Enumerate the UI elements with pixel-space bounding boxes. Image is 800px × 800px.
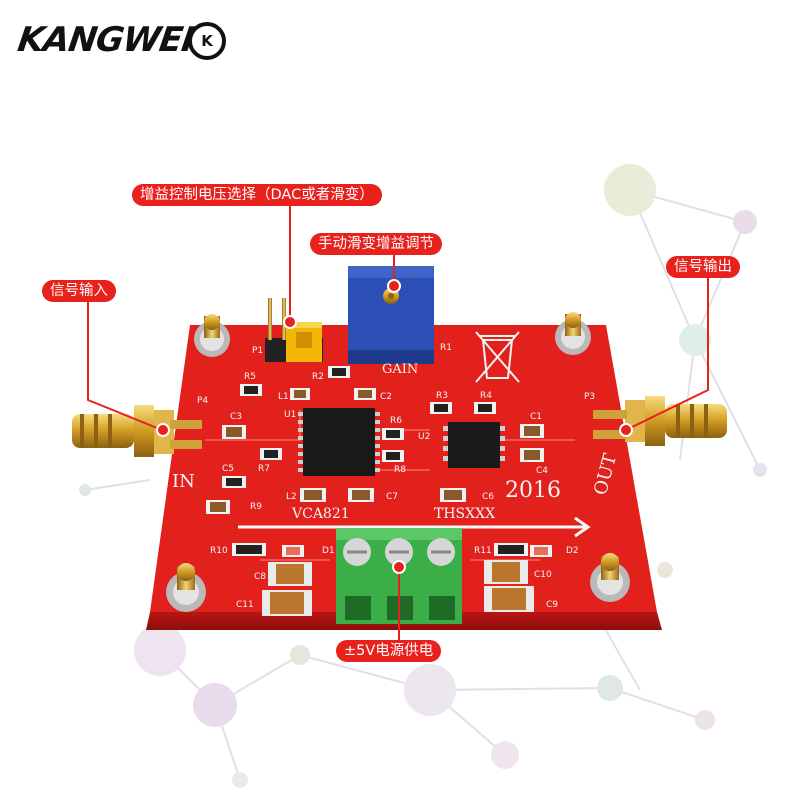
ref-p3: P3 (584, 392, 596, 402)
smd-components (206, 366, 552, 557)
vca821-chip (298, 408, 380, 476)
signal-direction-arrow (238, 516, 591, 538)
pcb-face (150, 325, 657, 612)
ref-r11: R11 (474, 546, 492, 556)
ref-c2: C2 (380, 392, 393, 402)
ref-r8: R8 (394, 465, 406, 475)
ref-c8: C8 (254, 572, 267, 582)
sma-input-connector (72, 405, 202, 457)
ref-p4: P4 (197, 396, 209, 406)
ref-c10: C10 (534, 570, 552, 580)
mounting-screw-top-right (555, 312, 591, 355)
brand-mark-icon: K (188, 22, 226, 60)
ref-c11: C11 (236, 600, 254, 610)
callout-power-supply: ±5V电源供电 (336, 640, 442, 662)
ref-p1: P1 (252, 346, 264, 356)
ref-r7: R7 (258, 464, 270, 474)
ref-c7: C7 (386, 492, 399, 502)
ref-r5: R5 (244, 372, 256, 382)
weee-bin-mark (475, 331, 520, 383)
silk-chip1-label: VCA821 (292, 506, 350, 522)
ths-opamp-chip (443, 422, 505, 468)
ref-c4: C4 (536, 466, 549, 476)
callout-signal-output: 信号输出 (666, 256, 740, 278)
ref-r2: R2 (312, 372, 324, 382)
silk-chip2-label: THSXXX (434, 506, 496, 522)
ref-d1: D1 (322, 546, 335, 556)
ref-u2: U2 (418, 432, 431, 442)
ref-c3: C3 (230, 412, 243, 422)
ref-l2: L2 (286, 492, 297, 502)
mounting-screw-top-left (194, 314, 230, 357)
callout-manual-gain-adjust: 手动滑变增益调节 (310, 233, 442, 255)
ref-r9: R9 (250, 502, 262, 512)
ref-u1: U1 (284, 410, 297, 420)
gain-trim-potentiometer (348, 266, 434, 364)
callout-signal-input: 信号输入 (42, 280, 116, 302)
ref-d2: D2 (566, 546, 579, 556)
callout-markers (156, 279, 633, 574)
ref-r1: R1 (440, 343, 452, 353)
ref-r3: R3 (436, 391, 448, 401)
ref-r10: R10 (210, 546, 228, 556)
ref-c1: C1 (530, 412, 543, 422)
silk-gain-label: GAIN (382, 362, 419, 377)
tantalum-capacitors (262, 560, 534, 616)
ref-r4: R4 (480, 391, 492, 401)
ref-l1: L1 (278, 392, 289, 402)
brand-logo: KANGWEI (15, 20, 197, 60)
mounting-screw-bottom-right (590, 553, 630, 602)
ref-r6: R6 (390, 416, 402, 426)
silk-year-label: 2016 (505, 478, 561, 503)
silk-input-label: IN (172, 471, 195, 492)
ref-c6: C6 (482, 492, 495, 502)
callout-gain-voltage-select: 增益控制电压选择（DAC或者滑变） (132, 184, 382, 206)
ref-c5: C5 (222, 464, 235, 474)
ref-c9: C9 (546, 600, 559, 610)
mounting-screw-bottom-left (166, 563, 206, 612)
